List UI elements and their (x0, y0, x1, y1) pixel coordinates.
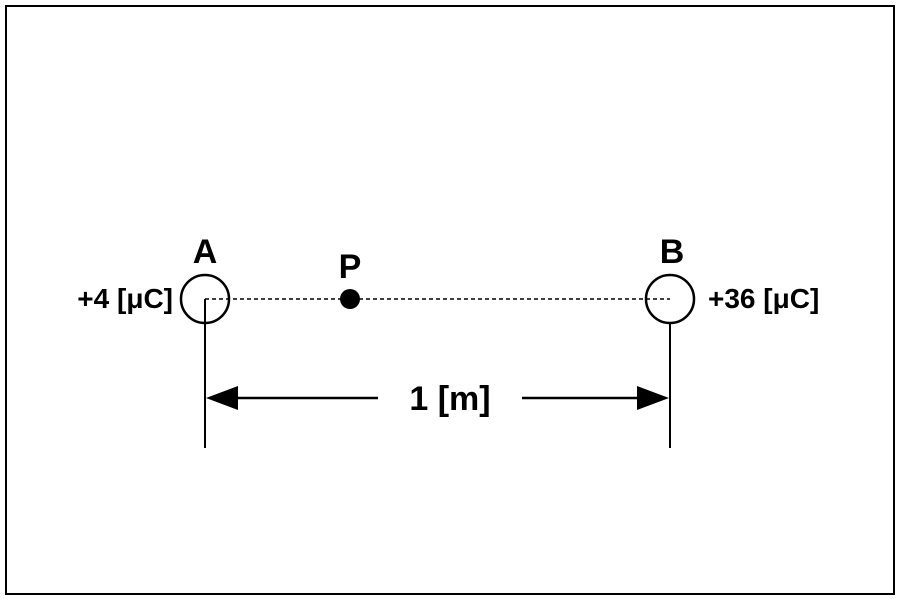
point-p-label: P (339, 248, 362, 286)
point-p-dot (340, 289, 360, 309)
charge-a-value: +4 [μC] (77, 283, 173, 314)
charge-b-value: +36 [μC] (708, 283, 819, 314)
distance-label: 1 [m] (409, 380, 490, 418)
arrowhead-left-icon (206, 386, 238, 410)
point-b-label: B (660, 233, 685, 271)
point-a-label: A (193, 233, 218, 271)
arrowhead-right-icon (637, 386, 669, 410)
diagram-frame (5, 5, 895, 595)
